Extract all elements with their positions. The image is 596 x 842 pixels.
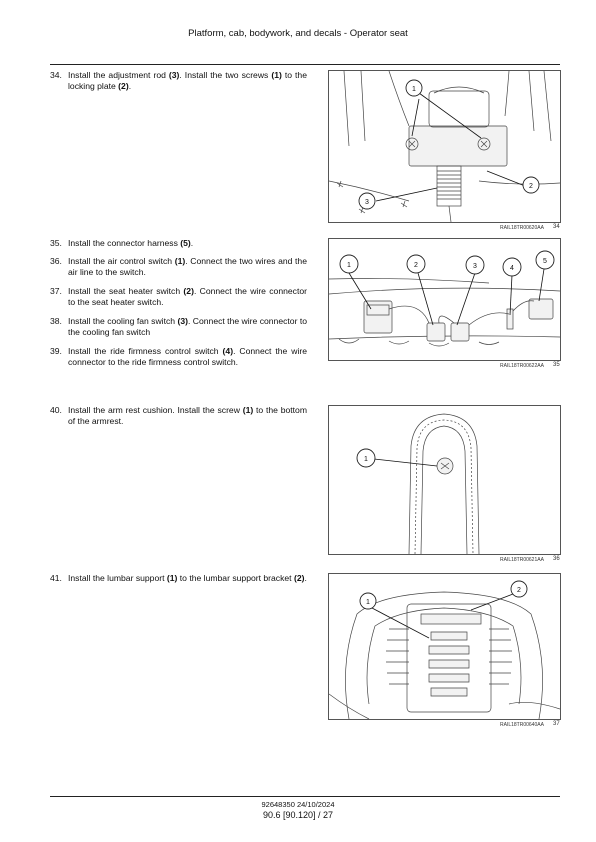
svg-text:1: 1 (364, 456, 368, 463)
figure-36-image: 1 (328, 405, 561, 555)
callout-1: 1 (359, 592, 377, 610)
svg-text:2: 2 (414, 262, 418, 269)
step-number: 40. (50, 405, 62, 415)
figure-35-image: 1 2 3 4 5 (328, 238, 561, 361)
step-number: 35. (50, 238, 62, 248)
callout-3: 3 (358, 192, 376, 210)
page-header-title: Platform, cab, bodywork, and decals - Op… (188, 28, 408, 39)
step-40: 40. Install the arm rest cushion. Instal… (50, 405, 307, 427)
step-37: 37. Install the seat heater switch (2). … (50, 286, 307, 308)
step-number: 37. (50, 286, 62, 296)
svg-text:2: 2 (517, 587, 521, 594)
step-number: 34. (50, 70, 62, 80)
step-text: Install the connector harness (5). (68, 238, 194, 248)
figure-37-image: 1 2 (328, 573, 561, 720)
step-36: 36. Install the air control switch (1). … (50, 256, 307, 278)
step-38: 38. Install the cooling fan switch (3). … (50, 316, 307, 338)
step-number: 41. (50, 573, 62, 583)
step-text: Install the adjustment rod (3). Install … (68, 70, 307, 91)
step-number: 38. (50, 316, 62, 326)
figure-number: 35 (553, 362, 560, 368)
step-text: Install the seat heater switch (2). Conn… (68, 286, 308, 307)
callout-2: 2 (522, 176, 540, 194)
step-text: Install the lumbar support (1) to the lu… (68, 573, 307, 583)
callout-1: 1 (339, 254, 359, 274)
step-35: 35. Install the connector harness (5). (50, 238, 307, 249)
figure-number: 34 (553, 224, 560, 230)
svg-text:5: 5 (543, 258, 547, 265)
svg-text:3: 3 (365, 199, 369, 206)
figure-code: RAIL18TR00620AA (500, 225, 544, 231)
footer-page-number: 90.6 [90.120] / 27 (262, 810, 334, 820)
figure-number: 37 (553, 721, 560, 727)
callout-3: 3 (465, 255, 485, 275)
svg-text:1: 1 (347, 262, 351, 269)
svg-text:1: 1 (412, 86, 416, 93)
svg-text:3: 3 (473, 263, 477, 270)
svg-text:2: 2 (529, 183, 533, 190)
figure-code: RAIL18TR00622AA (500, 363, 544, 369)
figure-code: RAIL18TR00621AA (500, 557, 544, 563)
step-text: Install the cooling fan switch (3). Conn… (68, 316, 307, 337)
callout-1: 1 (356, 448, 376, 468)
step-text: Install the arm rest cushion. Install th… (68, 405, 307, 426)
step-text: Install the air control switch (1). Conn… (68, 256, 307, 277)
callout-2: 2 (406, 254, 426, 274)
callout-5: 5 (535, 250, 555, 270)
callout-2: 2 (510, 580, 528, 598)
step-text: Install the ride firmness control switch… (68, 346, 307, 367)
step-number: 39. (50, 346, 62, 356)
svg-text:4: 4 (510, 265, 514, 272)
figure-code: RAIL18TR00640AA (500, 722, 544, 728)
figure-34-image: 1 2 3 (328, 70, 561, 223)
step-41: 41. Install the lumbar support (1) to th… (50, 573, 307, 584)
callout-1: 1 (405, 79, 423, 97)
callout-4: 4 (502, 257, 522, 277)
footer-document-code: 92648350 24/10/2024 (261, 800, 335, 809)
step-34: 34. Install the adjustment rod (3). Inst… (50, 70, 307, 92)
header-rule (50, 64, 560, 65)
step-39: 39. Install the ride firmness control sw… (50, 346, 307, 368)
step-number: 36. (50, 256, 62, 266)
figure-number: 36 (553, 556, 560, 562)
svg-text:1: 1 (366, 599, 370, 606)
footer-rule (50, 796, 560, 797)
